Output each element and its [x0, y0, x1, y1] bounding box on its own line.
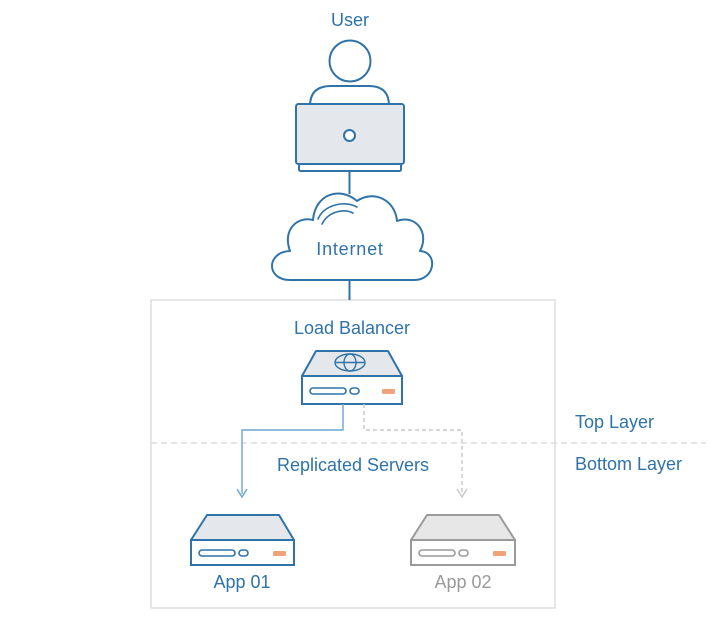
server-icon — [410, 514, 516, 566]
server-icon — [190, 514, 295, 566]
bottom-layer-label: Bottom Layer — [575, 454, 682, 474]
connector-loadbalancer-app02 — [363, 404, 468, 499]
internet-label: Internet — [316, 239, 383, 259]
user-label: User — [331, 10, 369, 30]
replicated-servers-label: Replicated Servers — [277, 455, 429, 475]
system-frame — [150, 299, 556, 609]
person-icon — [308, 39, 391, 107]
app-02-label: App 02 — [434, 572, 491, 592]
connector-loadbalancer-app01 — [236, 404, 344, 499]
app-01-label: App 01 — [213, 572, 270, 592]
load-balancer-label: Load Balancer — [294, 318, 410, 338]
cloud-icon — [271, 192, 434, 281]
server-globe-icon — [301, 350, 403, 405]
top-layer-label: Top Layer — [575, 412, 654, 432]
laptop-icon — [295, 103, 405, 172]
